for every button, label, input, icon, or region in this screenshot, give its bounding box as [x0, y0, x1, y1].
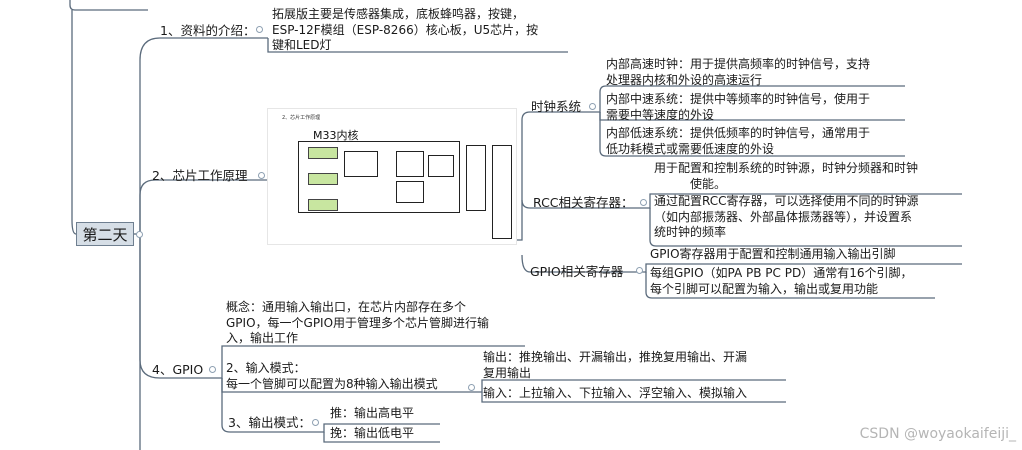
clock-item[interactable]: 内部低速系统：提供低频率的时钟信号，通常用于低功耗模式或需要低速度的外设	[606, 126, 871, 156]
figure-gpio-port-box	[466, 145, 486, 211]
figure-gpio-ctrl-box	[428, 155, 454, 177]
root-node[interactable]: 第二天	[76, 222, 134, 246]
input-mode-collapse-handle[interactable]	[468, 384, 475, 391]
figure-right-box	[492, 145, 512, 239]
gpio-register-item[interactable]: GPIO寄存器用于配置和控制通用输入输出引脚	[650, 247, 896, 261]
figure-green-block	[308, 173, 338, 185]
gpio-register-collapse-handle[interactable]	[636, 267, 643, 274]
figure-title: 2、芯片工作原理	[282, 115, 321, 121]
input-mode-item[interactable]: 输出：推挽输出、开漏输出，推挽复用输出、开漏复用输出	[483, 350, 748, 380]
root-collapse-handle[interactable]	[136, 231, 143, 238]
input-mode-item[interactable]: 输入：上拉输入、下拉输入、浮空输入、模拟输入	[483, 386, 748, 400]
output-mode-collapse-handle[interactable]	[312, 419, 319, 426]
figure-green-block	[308, 199, 338, 211]
clock-item[interactable]: 内部高速时钟：用于提供高频率的时钟信号，支持处理器内核和外设的高速运行	[606, 57, 871, 87]
output-mode-item[interactable]: 推：输出高电平	[330, 406, 415, 420]
branch-2-collapse-handle[interactable]	[258, 172, 265, 179]
input-mode-label[interactable]: 2、输入模式：每一个管脚可以配置为8种输入输出模式	[226, 361, 438, 391]
branch-1-collapse-handle[interactable]	[256, 26, 263, 33]
clock-collapse-handle[interactable]	[589, 103, 596, 110]
figure-green-block	[308, 147, 338, 159]
branch-2-label[interactable]: 2、芯片工作原理	[152, 168, 248, 183]
rcc-register-label[interactable]: RCC相关寄存器：	[533, 195, 634, 210]
branch-1-label[interactable]: 1、资料的介绍：	[160, 23, 256, 38]
gpio-register-label[interactable]: GPIO相关寄存器	[530, 264, 624, 279]
clock-item[interactable]: 内部中速系统：提供中等频率的时钟信号，使用于需要中等速度的外设	[606, 92, 871, 122]
gpio-register-item[interactable]: 每组GPIO（如PA PB PC PD）通常有16个引脚，每个引脚可以配置为输入…	[650, 266, 913, 296]
rcc-item[interactable]: 通过配置RCC寄存器，可以选择使用不同的时钟源（如内部振荡器、外部晶体振荡器等）…	[654, 194, 919, 239]
output-mode-label[interactable]: 3、输出模式：	[228, 415, 311, 430]
figure-mpu-box	[344, 151, 378, 177]
chip-principle-image: 2、芯片工作原理 M33内核	[267, 108, 517, 245]
output-mode-item[interactable]: 挽：输出低电平	[330, 426, 415, 440]
rcc-collapse-handle[interactable]	[640, 199, 647, 206]
branch-4-collapse-handle[interactable]	[209, 366, 216, 373]
watermark: CSDN @woyaokaifeiji_	[859, 426, 1016, 442]
figure-gpio-reg-box	[396, 181, 424, 203]
branch-4-label[interactable]: 4、GPIO	[152, 362, 204, 377]
clock-system-label[interactable]: 时钟系统	[531, 99, 582, 114]
branch-1-leaf[interactable]: 拓展版主要是传感器集成，底板蜂鸣器，按键， ESP-12F模组（ESP-8266…	[272, 7, 539, 52]
figure-rcc-box	[396, 151, 424, 177]
figure-core-label: M33内核	[313, 129, 359, 142]
rcc-item[interactable]: 用于配置和控制系统的时钟源，时钟分频器和时钟使能。	[654, 161, 919, 191]
figure-core-box	[298, 141, 460, 213]
